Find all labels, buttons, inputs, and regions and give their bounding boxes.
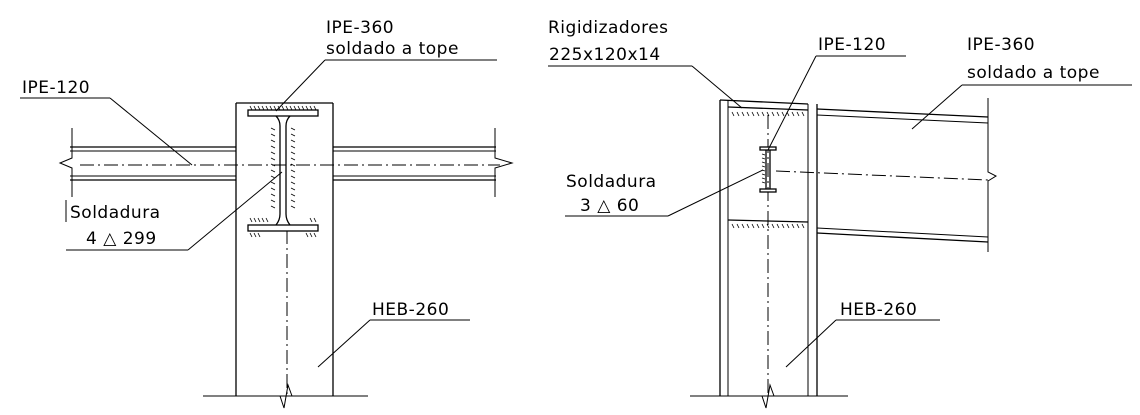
right-weld-label-line2: 3 △ 60 — [580, 196, 639, 216]
right-ipe120-section — [759, 146, 777, 193]
right-section-leader: IPE-120 — [767, 35, 906, 151]
right-column-label: HEB-260 — [840, 300, 917, 320]
left-column-leader: HEB-260 — [317, 300, 470, 368]
right-column-leader: HEB-260 — [785, 300, 940, 368]
left-weld-label-line1: Soldadura — [70, 203, 161, 223]
right-beam-leader: IPE-360 soldado a tope — [911, 35, 1132, 130]
right-weld-label-line1: Soldadura — [566, 172, 657, 192]
right-weld-leader: Soldadura 3 △ 60 — [565, 169, 764, 217]
left-post-label-line1: IPE-360 — [326, 18, 394, 38]
left-beam-label: IPE-120 — [22, 78, 90, 98]
left-weld-leader: Soldadura 4 △ 299 — [65, 171, 283, 251]
left-beam-leader: IPE-120 — [20, 78, 193, 166]
left-weld-label-line2: 4 △ 299 — [86, 229, 157, 249]
left-post-label-line2: soldado a tope — [326, 39, 459, 59]
right-stiffener-label-line2: 225x120x14 — [549, 45, 661, 65]
right-column-heb260 — [690, 99, 848, 409]
left-beam-left-segment — [58, 128, 236, 197]
left-beam-right-segment — [333, 128, 514, 197]
right-beam-label-line1: IPE-360 — [967, 35, 1035, 55]
right-section-label: IPE-120 — [818, 35, 886, 55]
left-column-heb260 — [203, 102, 368, 409]
left-detail: IPE-120 IPE-360 soldado a tope Soldadura… — [20, 18, 514, 409]
right-stiffener-label-line1: Rigidizadores — [548, 18, 669, 38]
left-ipe360-section — [247, 105, 319, 238]
left-column-label: HEB-260 — [372, 300, 449, 320]
right-stiffener-leader: Rigidizadores 225x120x14 — [548, 18, 743, 109]
right-inclined-beam — [775, 98, 998, 252]
right-detail: Rigidizadores 225x120x14 IPE-120 IPE-360… — [548, 18, 1132, 409]
right-beam-label-line2: soldado a tope — [967, 63, 1100, 83]
left-post-leader: IPE-360 soldado a tope — [275, 18, 497, 112]
